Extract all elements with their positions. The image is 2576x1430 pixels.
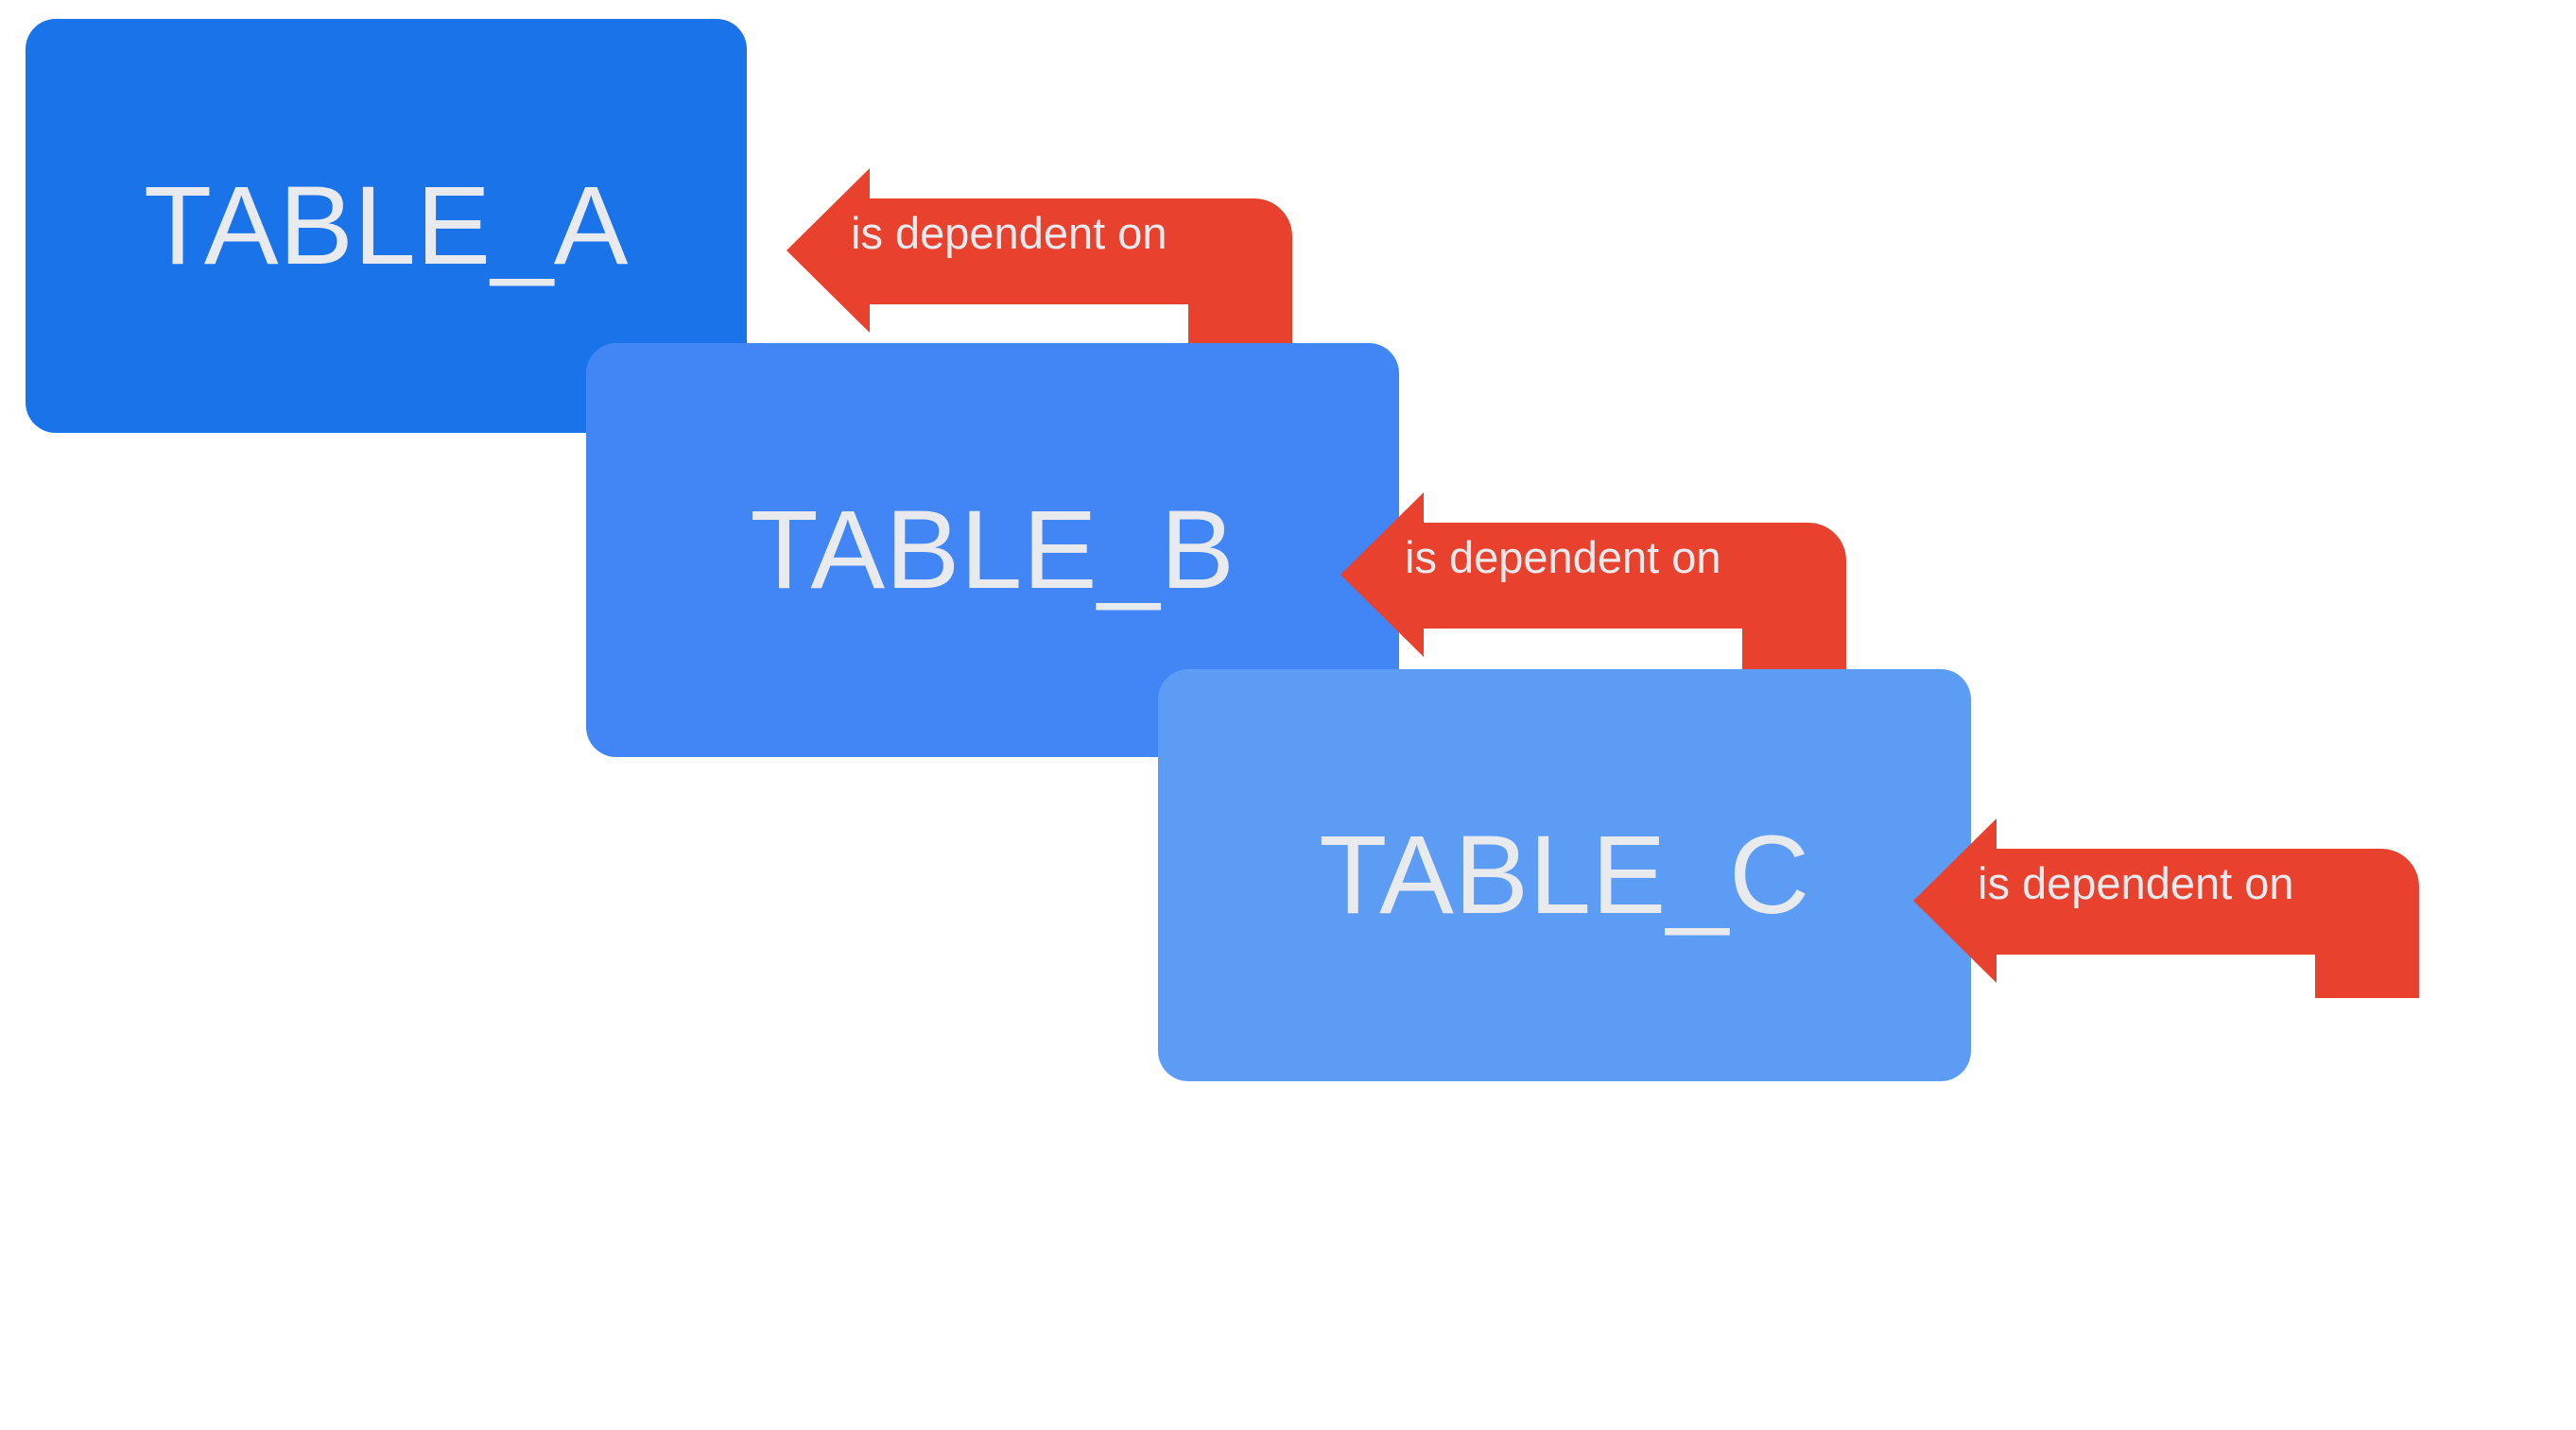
edge-is-dependent-on-c-d[interactable]: is dependent on <box>1913 818 2419 998</box>
arrow-left-elbow-icon <box>1913 818 2419 998</box>
node-label-table-c: TABLE_C <box>1319 813 1810 938</box>
arrow-left-elbow-icon <box>1340 492 1846 672</box>
node-table-a[interactable]: TABLE_A <box>26 19 747 433</box>
node-table-c[interactable]: TABLE_C <box>1158 669 1971 1081</box>
node-label-table-b: TABLE_B <box>750 488 1236 612</box>
edge-label-b-c: is dependent on <box>1405 532 1721 582</box>
edge-label-a-b: is dependent on <box>851 208 1167 258</box>
edge-is-dependent-on-a-b[interactable]: is dependent on <box>787 168 1292 348</box>
edge-label-c-d: is dependent on <box>1978 858 2294 908</box>
arrow-left-elbow-icon <box>787 168 1292 348</box>
node-label-table-a: TABLE_A <box>144 164 629 288</box>
edge-is-dependent-on-b-c[interactable]: is dependent on <box>1340 492 1846 672</box>
